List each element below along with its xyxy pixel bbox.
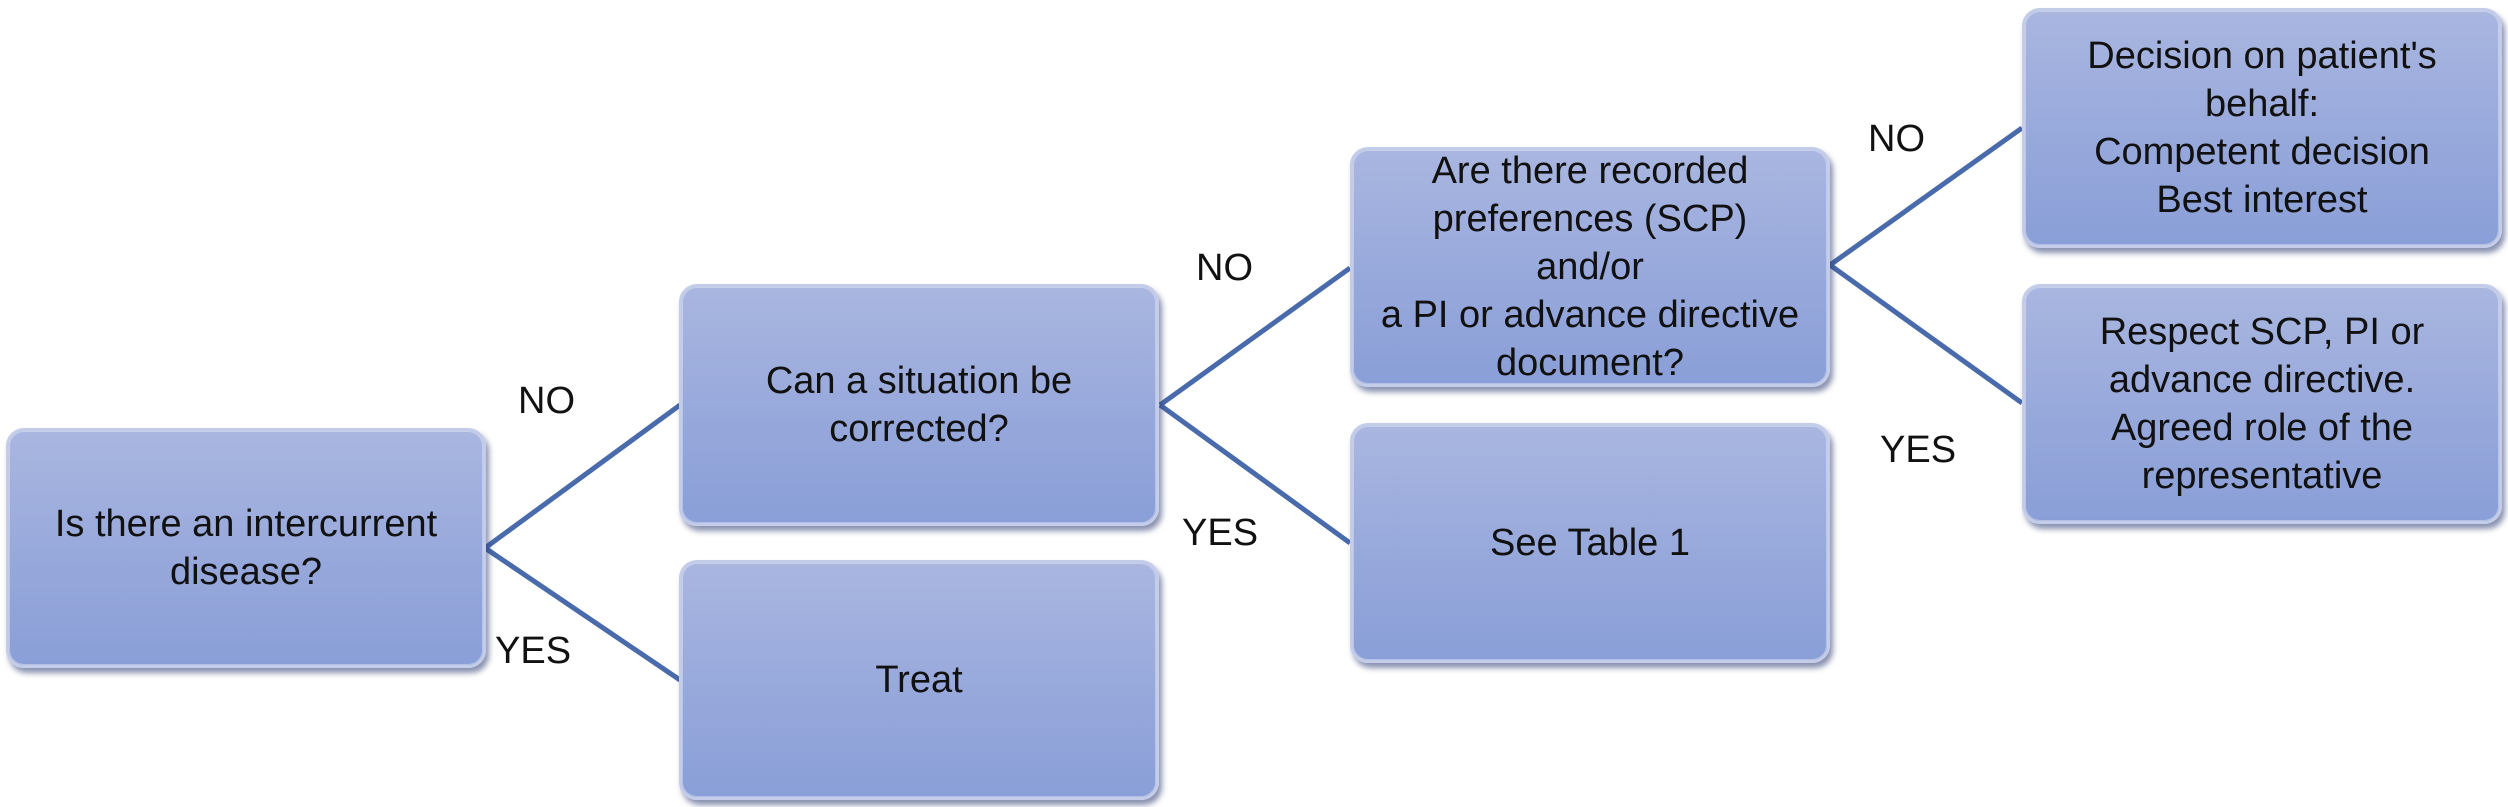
node-see-table-1-text: See Table 1 xyxy=(1489,522,1691,564)
node-treat-text: Treat xyxy=(875,659,963,701)
node-intercurrent-disease: Is there an intercurrent disease? xyxy=(6,428,486,668)
edge-label-intercurrent-yes: YES xyxy=(495,630,572,672)
edge-label-recorded-yes: YES xyxy=(1880,429,1957,471)
node-recorded-preferences-text: Are there recorded preferences (SCP) and… xyxy=(1380,150,1800,384)
node-decision-on-behalf-text: Decision on patient's behalf: Competent … xyxy=(2087,35,2437,221)
connector-corrected-to-table1 xyxy=(1158,402,1352,546)
connector-intercurrent-to-corrected xyxy=(483,402,682,551)
edge-label-corrected-yes: YES xyxy=(1182,512,1259,554)
node-intercurrent-disease-text: Is there an intercurrent disease? xyxy=(54,503,438,593)
connector-corrected-to-recorded xyxy=(1158,265,1352,408)
edge-label-corrected-no: NO xyxy=(1196,247,1253,289)
node-decision-on-behalf: Decision on patient's behalf: Competent … xyxy=(2022,8,2502,248)
connector-intercurrent-to-treat xyxy=(483,545,682,683)
node-recorded-preferences: Are there recorded preferences (SCP) and… xyxy=(1350,147,1830,387)
connector-recorded-to-behalf xyxy=(1828,125,2024,268)
node-see-table-1: See Table 1 xyxy=(1350,423,1830,663)
node-treat: Treat xyxy=(679,560,1159,800)
edge-label-recorded-no: NO xyxy=(1868,118,1925,160)
edge-label-intercurrent-no: NO xyxy=(518,380,575,422)
node-situation-corrected: Can a situation be corrected? xyxy=(679,284,1159,526)
node-respect-directive: Respect SCP, PI or advance directive. Ag… xyxy=(2022,284,2502,524)
node-respect-directive-text: Respect SCP, PI or advance directive. Ag… xyxy=(2099,311,2425,497)
node-situation-corrected-text: Can a situation be corrected? xyxy=(765,360,1073,450)
connector-recorded-to-respect xyxy=(1828,262,2024,406)
